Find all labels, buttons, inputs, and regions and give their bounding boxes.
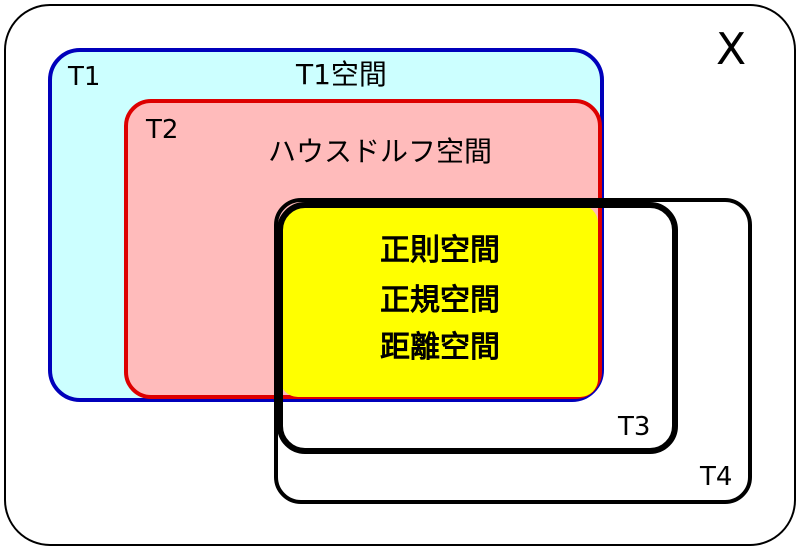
t4-region <box>274 198 752 504</box>
t2-title: ハウスドルフ空間 <box>268 135 493 168</box>
t1-label: T1 <box>68 62 101 92</box>
universe-label: X <box>716 24 747 75</box>
core-region <box>280 205 598 397</box>
regular-space-label: 正則空間 <box>380 233 500 268</box>
normal-space-label: 正規空間 <box>380 283 500 318</box>
t3-label: T3 <box>618 412 651 442</box>
metric-space-label: 距離空間 <box>380 330 500 365</box>
t3-region <box>277 202 678 454</box>
t4-label: T4 <box>700 462 733 492</box>
t2-label: T2 <box>146 115 179 145</box>
t1-title: T1空間 <box>296 58 387 91</box>
